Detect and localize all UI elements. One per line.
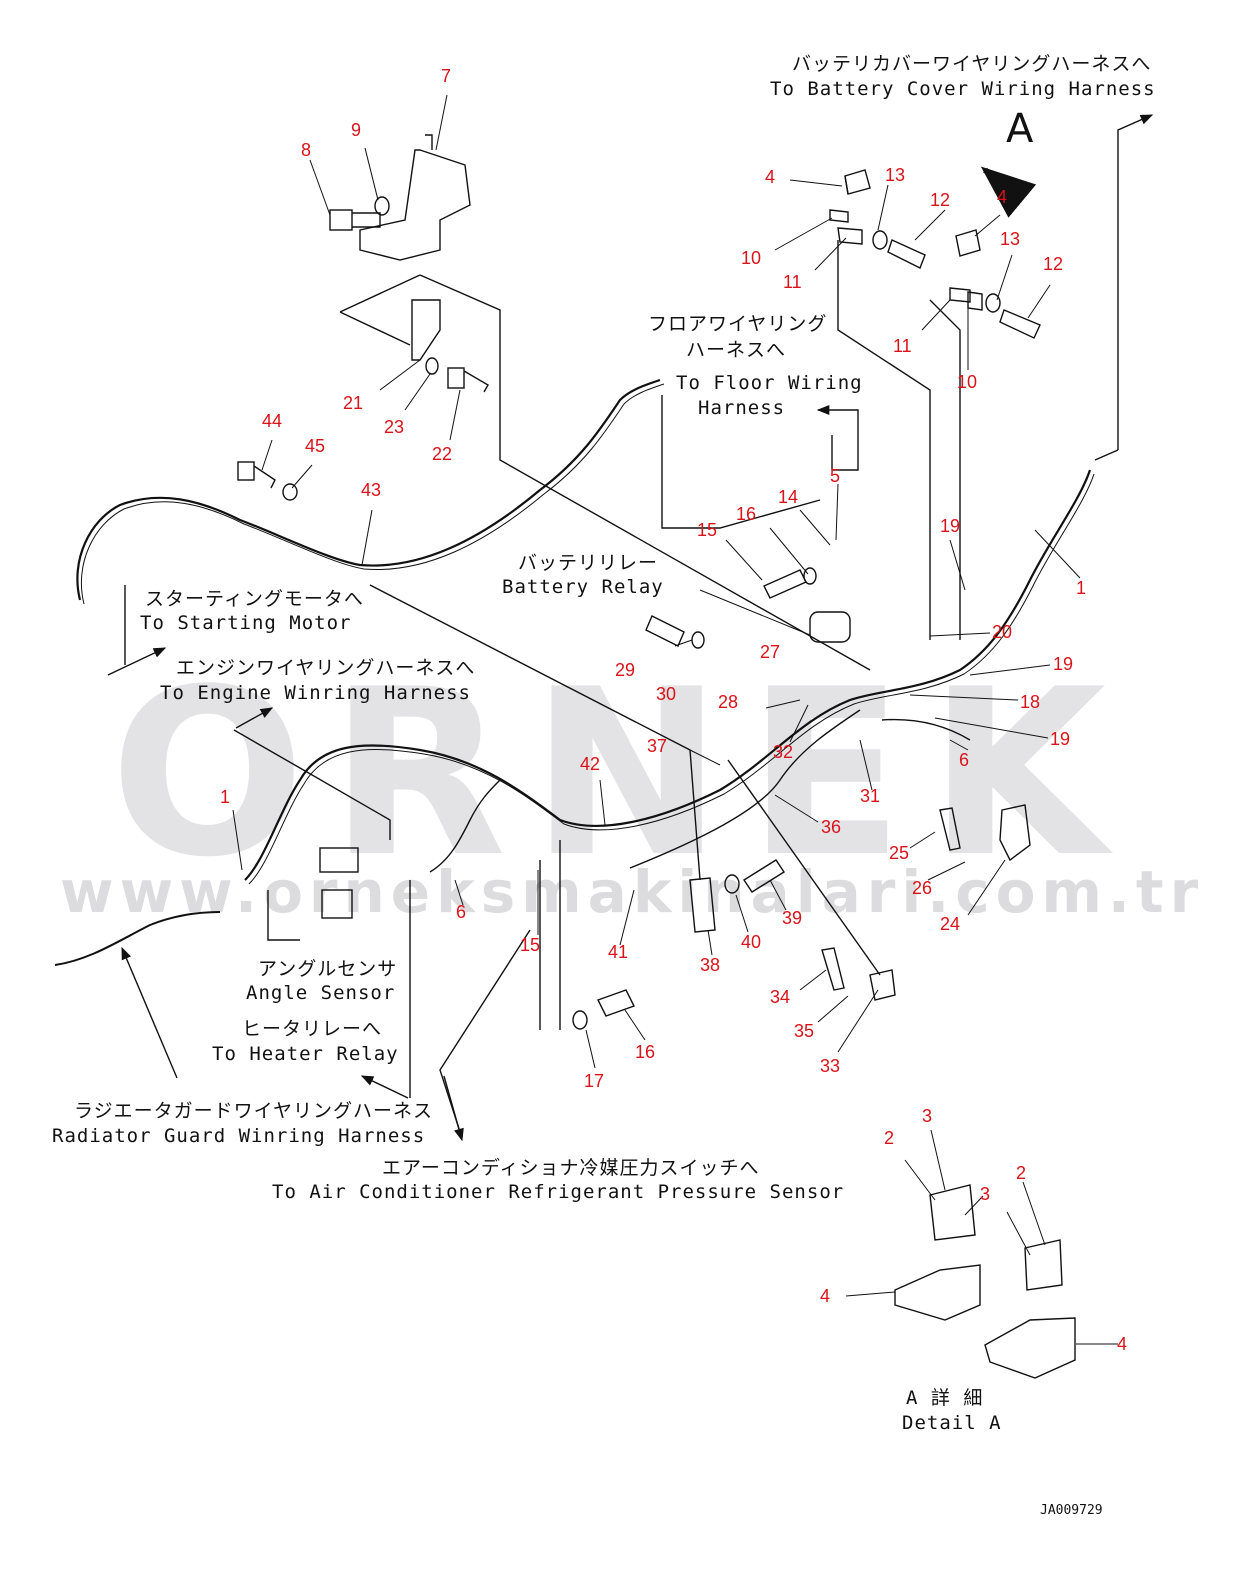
callout-4b: 4 [997, 187, 1008, 207]
battery-cover-label-en: To Battery Cover Wiring Harness [770, 78, 1156, 100]
callout-37: 37 [647, 736, 668, 756]
callout-34: 34 [770, 987, 791, 1007]
callout-26: 26 [912, 878, 933, 898]
callout-7: 7 [441, 66, 452, 86]
detail-a-label-en: Detail A [902, 1412, 1002, 1434]
callout-21: 21 [343, 393, 364, 413]
callout-9: 9 [351, 120, 362, 140]
callout-2: 2 [884, 1128, 895, 1148]
engine-label-en: To Engine Winring Harness [160, 682, 471, 704]
callout-2b: 2 [1016, 1163, 1027, 1183]
callout-3: 3 [922, 1106, 933, 1126]
heater-relay-label-en: To Heater Relay [212, 1043, 399, 1065]
floor-label-jp-1: フロアワイヤリング [648, 313, 828, 335]
floor-label-en-2: Harness [698, 397, 786, 419]
callout-3b: 3 [980, 1184, 991, 1204]
callout-23: 23 [384, 417, 405, 437]
callout-6: 6 [959, 750, 970, 770]
callout-1b: 1 [220, 787, 231, 807]
callout-43: 43 [361, 480, 382, 500]
callout-35: 35 [794, 1021, 815, 1041]
callout-13b: 13 [1000, 229, 1021, 249]
callout-29: 29 [615, 660, 636, 680]
callout-15b: 15 [520, 935, 541, 955]
callout-25: 25 [889, 843, 910, 863]
callout-16b: 16 [635, 1042, 656, 1062]
callout-11: 11 [783, 272, 802, 292]
drawing-code: JA009729 [1040, 1503, 1103, 1518]
callout-19b: 19 [1053, 654, 1074, 674]
detail-a-label-jp: A 詳 細 [906, 1387, 984, 1409]
heater-relay-label-jp: ヒータリレーへ [242, 1018, 383, 1040]
callout-5: 5 [830, 466, 841, 486]
callout-4d: 4 [1117, 1334, 1128, 1354]
callout-6b: 6 [456, 902, 467, 922]
callout-39: 39 [782, 908, 803, 928]
callout-12b: 12 [1043, 254, 1064, 274]
floor-label-jp-2: ハーネスへ [686, 339, 787, 361]
angle-sensor-label-en: Angle Sensor [246, 982, 396, 1004]
callout-18: 18 [1020, 692, 1041, 712]
callout-41: 41 [608, 942, 629, 962]
callout-40: 40 [741, 932, 762, 952]
callout-27: 27 [760, 642, 781, 662]
battery-relay-label-jp: バッテリリレー [518, 552, 659, 574]
callout-42: 42 [580, 754, 601, 774]
engine-label-jp: エンジンワイヤリングハーネスへ [176, 657, 476, 679]
callout-10: 10 [741, 248, 762, 268]
callout-31: 31 [860, 786, 881, 806]
callout-19c: 19 [1050, 729, 1071, 749]
callout-4: 4 [765, 167, 776, 187]
callout-17: 17 [584, 1071, 605, 1091]
callout-24: 24 [940, 914, 961, 934]
callout-32: 32 [773, 742, 794, 762]
aircon-label-jp: エアーコンディショナ冷媒圧力スイッチへ [382, 1157, 760, 1179]
callout-11b: 11 [893, 336, 912, 356]
callout-13: 13 [885, 165, 906, 185]
aircon-label-en: To Air Conditioner Refrigerant Pressure … [272, 1181, 845, 1203]
callout-20: 20 [992, 622, 1013, 642]
battery-cover-label-jp: バッテリカバーワイヤリングハーネスへ [792, 53, 1152, 75]
callout-16: 16 [736, 504, 757, 524]
callout-19: 19 [940, 516, 961, 536]
callout-33: 33 [820, 1056, 841, 1076]
callout-14: 14 [778, 487, 799, 507]
starting-motor-label-en: To Starting Motor [140, 612, 352, 634]
floor-label-en-1: To Floor Wiring [676, 372, 863, 394]
radiator-label-jp: ラジエータガードワイヤリングハーネス [74, 1100, 434, 1122]
callout-28: 28 [718, 692, 739, 712]
callout-10b: 10 [957, 372, 978, 392]
callout-36: 36 [821, 817, 842, 837]
callout-30: 30 [656, 684, 677, 704]
callout-45: 45 [305, 436, 326, 456]
callout-8: 8 [301, 140, 312, 160]
battery-relay-label-en: Battery Relay [502, 576, 664, 598]
radiator-label-en: Radiator Guard Winring Harness [52, 1125, 426, 1147]
callout-4c: 4 [820, 1286, 831, 1306]
callout-12: 12 [930, 190, 951, 210]
callout-22: 22 [432, 444, 453, 464]
watermark-url: www.orneksmakinalari.com.tr [60, 858, 1205, 926]
watermark-brand: ORNEK [109, 641, 1131, 908]
angle-sensor-label-jp: アングルセンサ [258, 958, 398, 980]
callout-38: 38 [700, 955, 721, 975]
starting-motor-label-jp: スターティングモータへ [145, 588, 364, 610]
view-marker-a: A [1006, 106, 1034, 152]
callout-15: 15 [697, 520, 718, 540]
callout-44: 44 [262, 411, 283, 431]
callout-1: 1 [1076, 578, 1087, 598]
